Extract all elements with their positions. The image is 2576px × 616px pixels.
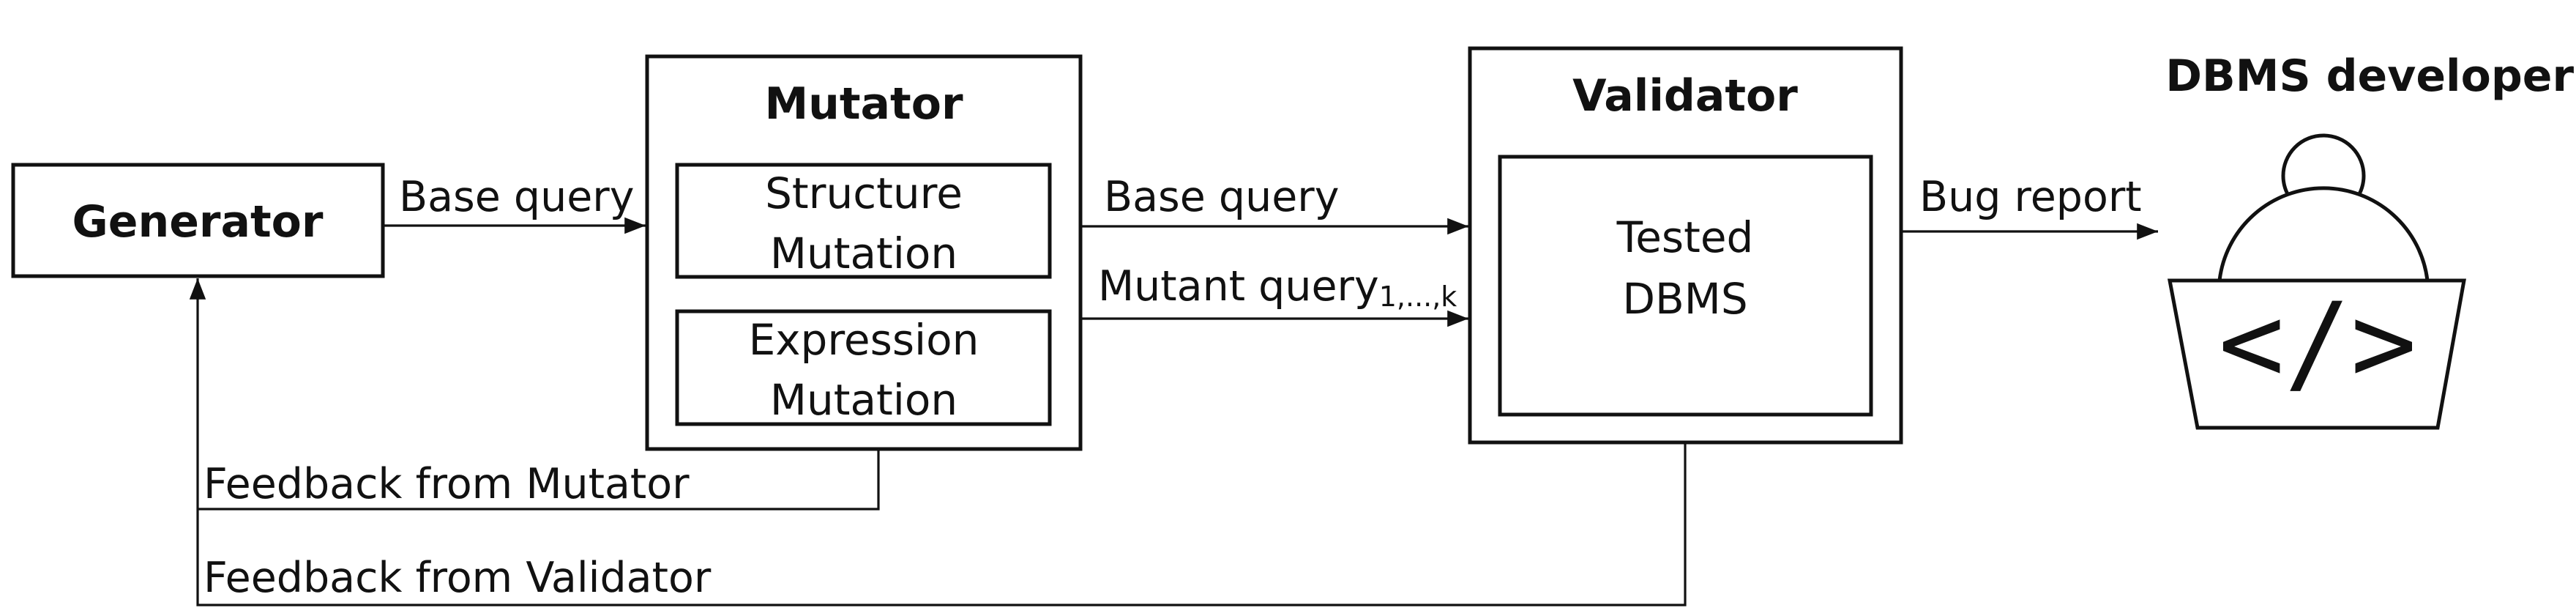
developers-label: DBMS developers xyxy=(2165,51,2576,102)
validator-label: Validator xyxy=(1572,70,1798,122)
edge-feedback-from-mutator: Feedback from Mutator xyxy=(198,449,880,511)
edge-mutant-query: Mutant query1,...,k xyxy=(1080,262,1468,327)
mutator-label: Mutator xyxy=(764,78,963,130)
edge-bug-report: Bug report xyxy=(1901,173,2158,240)
edge-mutator-base-query: Base query xyxy=(1080,173,1468,235)
laptop-icon xyxy=(2167,278,2466,430)
structure-mutation-box: Structure Mutation xyxy=(675,163,1052,279)
mutator-node: Mutator Structure Mutation Expression Mu… xyxy=(645,54,1083,451)
generator-label: Generator xyxy=(72,196,324,248)
svg-text:Mutant query1,...,k: Mutant query1,...,k xyxy=(1098,262,1457,313)
expression-mutation-box: Expression Mutation xyxy=(675,309,1052,426)
edge-label-bug-report: Bug report xyxy=(1919,173,2142,221)
edge-feedback-from-validator: Feedback from Validator xyxy=(189,278,1687,606)
tested-dbms-line-2: DBMS xyxy=(1622,274,1747,324)
edge-label-feedback-validator: Feedback from Validator xyxy=(204,554,712,602)
edge-label-feedback-mutator: Feedback from Mutator xyxy=(204,460,690,508)
edge-label-mutant-query: Mutant query xyxy=(1098,262,1379,311)
validator-node: Validator Tested DBMS xyxy=(1468,46,1903,445)
edge-label-base-query-2: Base query xyxy=(1104,173,1339,221)
edge-label-mutant-subscript: 1,...,k xyxy=(1379,281,1457,313)
generator-node: Generator xyxy=(11,163,385,278)
developer-body-icon xyxy=(2217,186,2430,281)
code-icon: </> xyxy=(2219,280,2417,407)
developer-figure: DBMS developers </> xyxy=(2165,51,2576,430)
structure-mutation-line-1: Structure xyxy=(765,168,963,218)
expression-mutation-line-2: Mutation xyxy=(770,375,957,425)
edge-generator-to-mutator: Base query xyxy=(383,173,646,234)
expression-mutation-line-1: Expression xyxy=(749,315,979,365)
tested-dbms-box: Tested DBMS xyxy=(1498,155,1873,417)
tested-dbms-line-1: Tested xyxy=(1616,212,1754,262)
structure-mutation-line-2: Mutation xyxy=(770,229,957,278)
edge-label-base-query-1: Base query xyxy=(399,173,634,221)
